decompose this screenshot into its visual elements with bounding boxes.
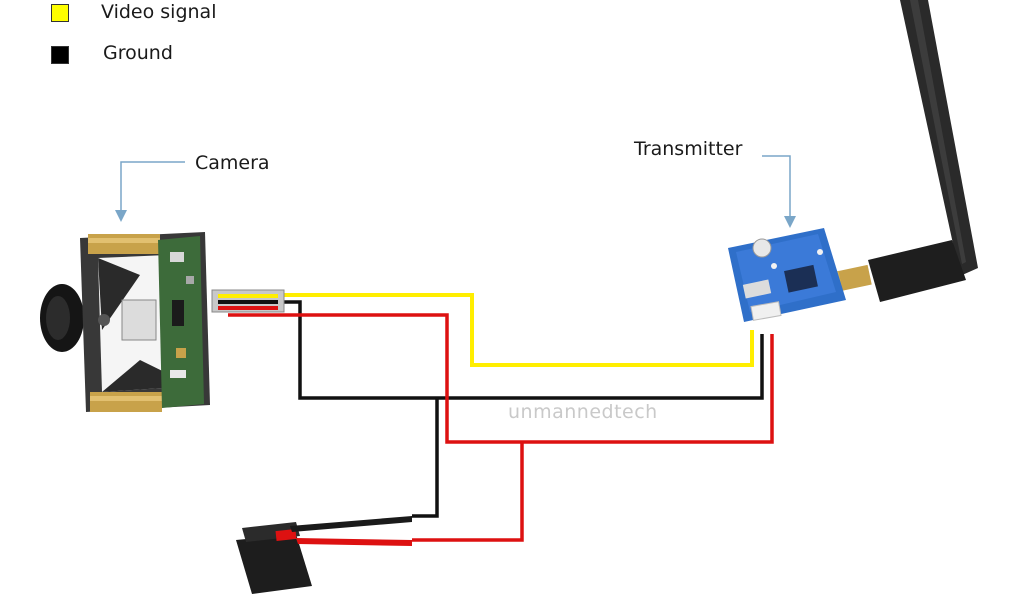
legend-swatch-video xyxy=(51,4,69,22)
camera-module-icon xyxy=(40,232,210,412)
camera-label: Camera xyxy=(195,152,270,174)
transmitter-label: Transmitter xyxy=(634,138,743,160)
power-connector-icon xyxy=(236,516,412,594)
legend-label-ground: Ground xyxy=(103,42,173,64)
video-signal-wire xyxy=(228,293,754,367)
power-wire xyxy=(228,313,774,444)
power-wire-to-battery xyxy=(412,442,524,542)
legend-label-video: Video signal xyxy=(101,1,217,23)
camera-callout-arrow xyxy=(115,161,185,222)
antenna-icon xyxy=(826,0,978,302)
transmitter-module-icon xyxy=(728,228,846,322)
legend-swatch-ground xyxy=(51,46,69,64)
ground-wire-to-battery xyxy=(412,398,439,518)
transmitter-callout-arrow xyxy=(762,155,796,228)
watermark-text: unmannedtech xyxy=(508,401,658,423)
